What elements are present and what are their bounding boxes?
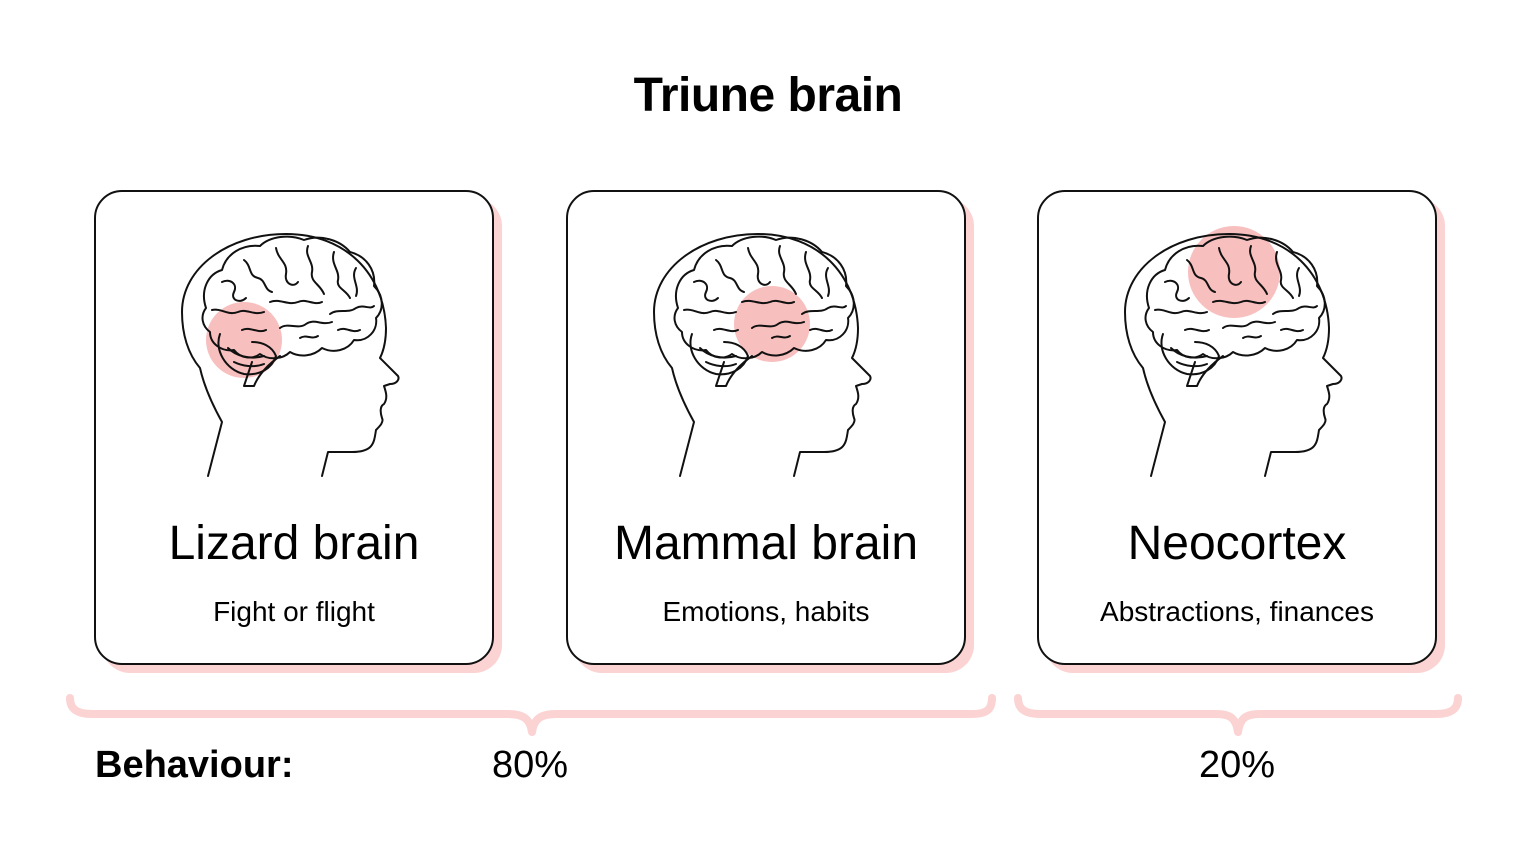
- card-subtitle: Emotions, habits: [662, 596, 870, 627]
- head-brain-illustration: [653, 233, 872, 477]
- card-title: Mammal brain: [613, 517, 919, 570]
- card-subtitle: Abstractions, finances: [1100, 596, 1374, 627]
- card-frame: [566, 190, 966, 665]
- card-mammal-brain: Mammal brain Emotions, habits: [566, 190, 974, 673]
- card-frame: [94, 190, 494, 665]
- card-frame: [1037, 190, 1437, 665]
- behaviour-percent-80: 80%: [491, 744, 569, 786]
- card-lizard-brain: Lizard brain Fight or flight: [94, 190, 502, 673]
- behaviour-percent-20: 20%: [1198, 744, 1276, 786]
- card-title: Lizard brain: [168, 517, 420, 570]
- behaviour-label: Behaviour:: [95, 744, 294, 786]
- card-neocortex: Neocortex Abstractions, finances: [1037, 190, 1445, 673]
- card-title: Neocortex: [1127, 517, 1347, 570]
- head-brain-illustration: [1124, 226, 1343, 477]
- brain-highlight: [1188, 226, 1280, 318]
- diagram-title: Triune brain: [633, 69, 903, 122]
- brain-highlight: [206, 302, 282, 378]
- brain-highlight: [734, 286, 810, 362]
- brace-20: [1014, 694, 1462, 736]
- head-brain-illustration: [181, 233, 400, 477]
- card-subtitle: Fight or flight: [213, 596, 375, 627]
- group-braces: [66, 694, 1462, 736]
- brace-80: [66, 694, 996, 736]
